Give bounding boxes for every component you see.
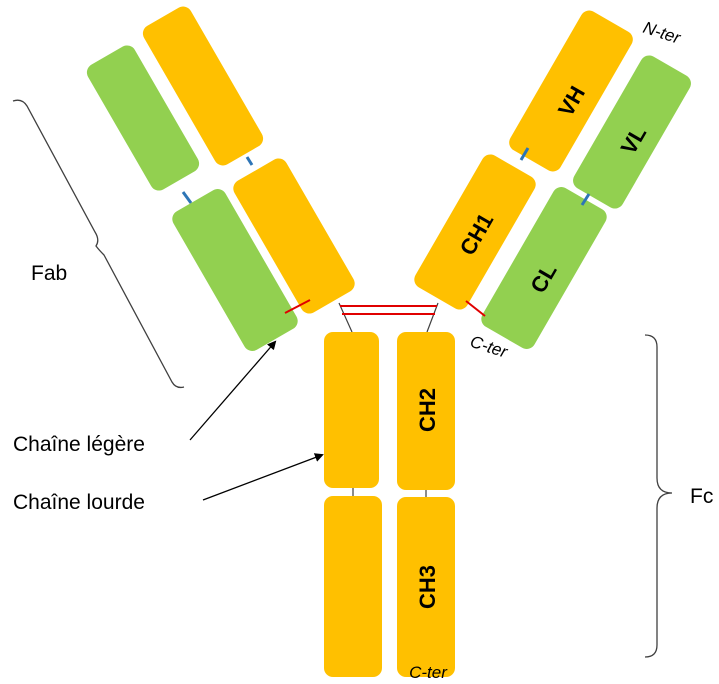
heavy-chain-label: Chaîne lourde — [13, 491, 145, 514]
fab-arm-right: VH VL CH1 CL N-ter C-ter — [414, 10, 691, 362]
heavy-chain-arrow — [202, 453, 324, 501]
light-chain-right-vl-domain — [573, 55, 691, 209]
fab-bracket — [12, 99, 185, 389]
fab-arm-left — [86, 6, 355, 351]
heavy-chain-right-ch1-domain — [414, 154, 536, 310]
hinge-line-left — [338, 302, 353, 333]
linker-left-vl-cl — [181, 191, 193, 204]
light-chain-arrow — [189, 340, 277, 441]
linker-left-vh-ch1 — [245, 156, 254, 166]
n-ter-label: N-ter — [641, 18, 684, 48]
linker-right-vh-ch1 — [519, 147, 530, 161]
heavy-chain-left-ch3-domain — [324, 496, 382, 677]
linker-right-vl-cl — [580, 193, 591, 206]
heavy-chain-left-ch2-domain — [324, 332, 379, 488]
fc-label: Fc — [690, 485, 713, 508]
light-chain-right-cl-domain — [481, 187, 607, 349]
c-ter-heavy-label: C-ter — [409, 663, 448, 682]
heavy-chain-right-ch3-domain — [397, 497, 455, 677]
hinge-line-right — [426, 302, 439, 333]
heavy-chain-left-ch1-domain — [233, 158, 355, 314]
light-chain-label: Chaîne légère — [13, 433, 145, 456]
ch2-domain-label: CH2 — [415, 388, 440, 432]
heavy-chain-right-vh-domain — [509, 10, 633, 172]
heavy-chain-left-vh-domain — [142, 6, 264, 166]
heavy-chain-right-ch2-domain — [397, 332, 455, 490]
disulfide-bond-left-arm — [284, 299, 311, 314]
light-chain-left-vl-domain — [86, 45, 200, 191]
fc-region: CH2 CH3 C-ter — [324, 302, 455, 682]
disulfide-bond-right-arm — [465, 300, 486, 317]
light-chain-left-cl-domain — [172, 189, 298, 351]
fc-bracket — [644, 334, 673, 658]
fab-label: Fab — [31, 262, 67, 285]
ch3-domain-label: CH3 — [415, 565, 440, 609]
